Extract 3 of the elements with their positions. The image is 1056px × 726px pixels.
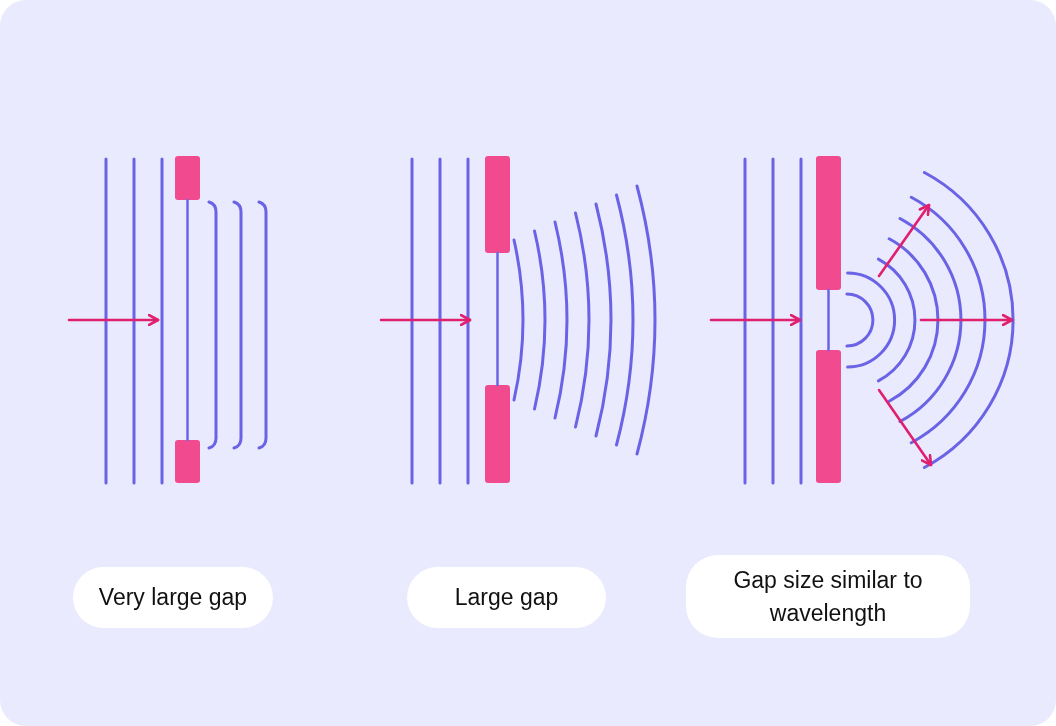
caption-label: Very large gap <box>73 567 273 628</box>
caption-label: Large gap <box>407 567 606 628</box>
caption-label: Gap size similar to wavelength <box>686 555 970 638</box>
